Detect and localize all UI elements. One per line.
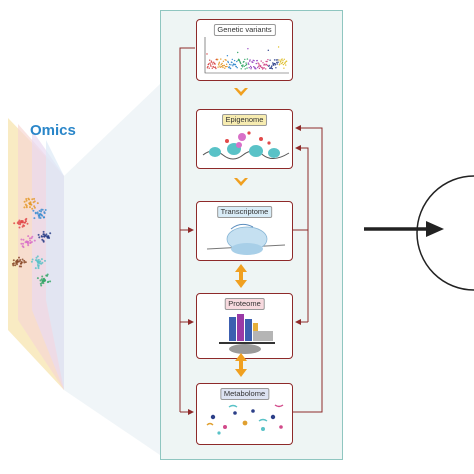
layer-box-transcriptome: Transcriptome [196, 201, 293, 261]
output-circle-outline [416, 175, 474, 291]
ribosome-icon [206, 223, 286, 255]
manhattan-plot-icon [204, 37, 289, 74]
chromatin-icon [202, 131, 290, 160]
multiomics-panel: Genetic variants Epigenome Transcrip [160, 10, 343, 460]
layer-box-epigenome: Epigenome [196, 109, 293, 169]
omics-title: Omics [30, 122, 76, 139]
layer-label-transcriptome: Transcriptome [216, 206, 273, 218]
layer-label-epigenome: Epigenome [221, 114, 268, 126]
output-arrow-icon [364, 221, 444, 237]
layer-label-genetic-variants: Genetic variants [213, 24, 276, 36]
metabolites-icon [206, 404, 284, 435]
protein-complex-icon [219, 314, 275, 354]
layer-box-genetic-variants: Genetic variants [196, 19, 293, 81]
projection-beam [64, 84, 160, 455]
layer-box-proteome: Proteome [196, 293, 293, 359]
layer-label-proteome: Proteome [224, 298, 265, 310]
layer-box-metabolome: Metabolome [196, 383, 293, 445]
layer-label-metabolome: Metabolome [219, 388, 270, 400]
